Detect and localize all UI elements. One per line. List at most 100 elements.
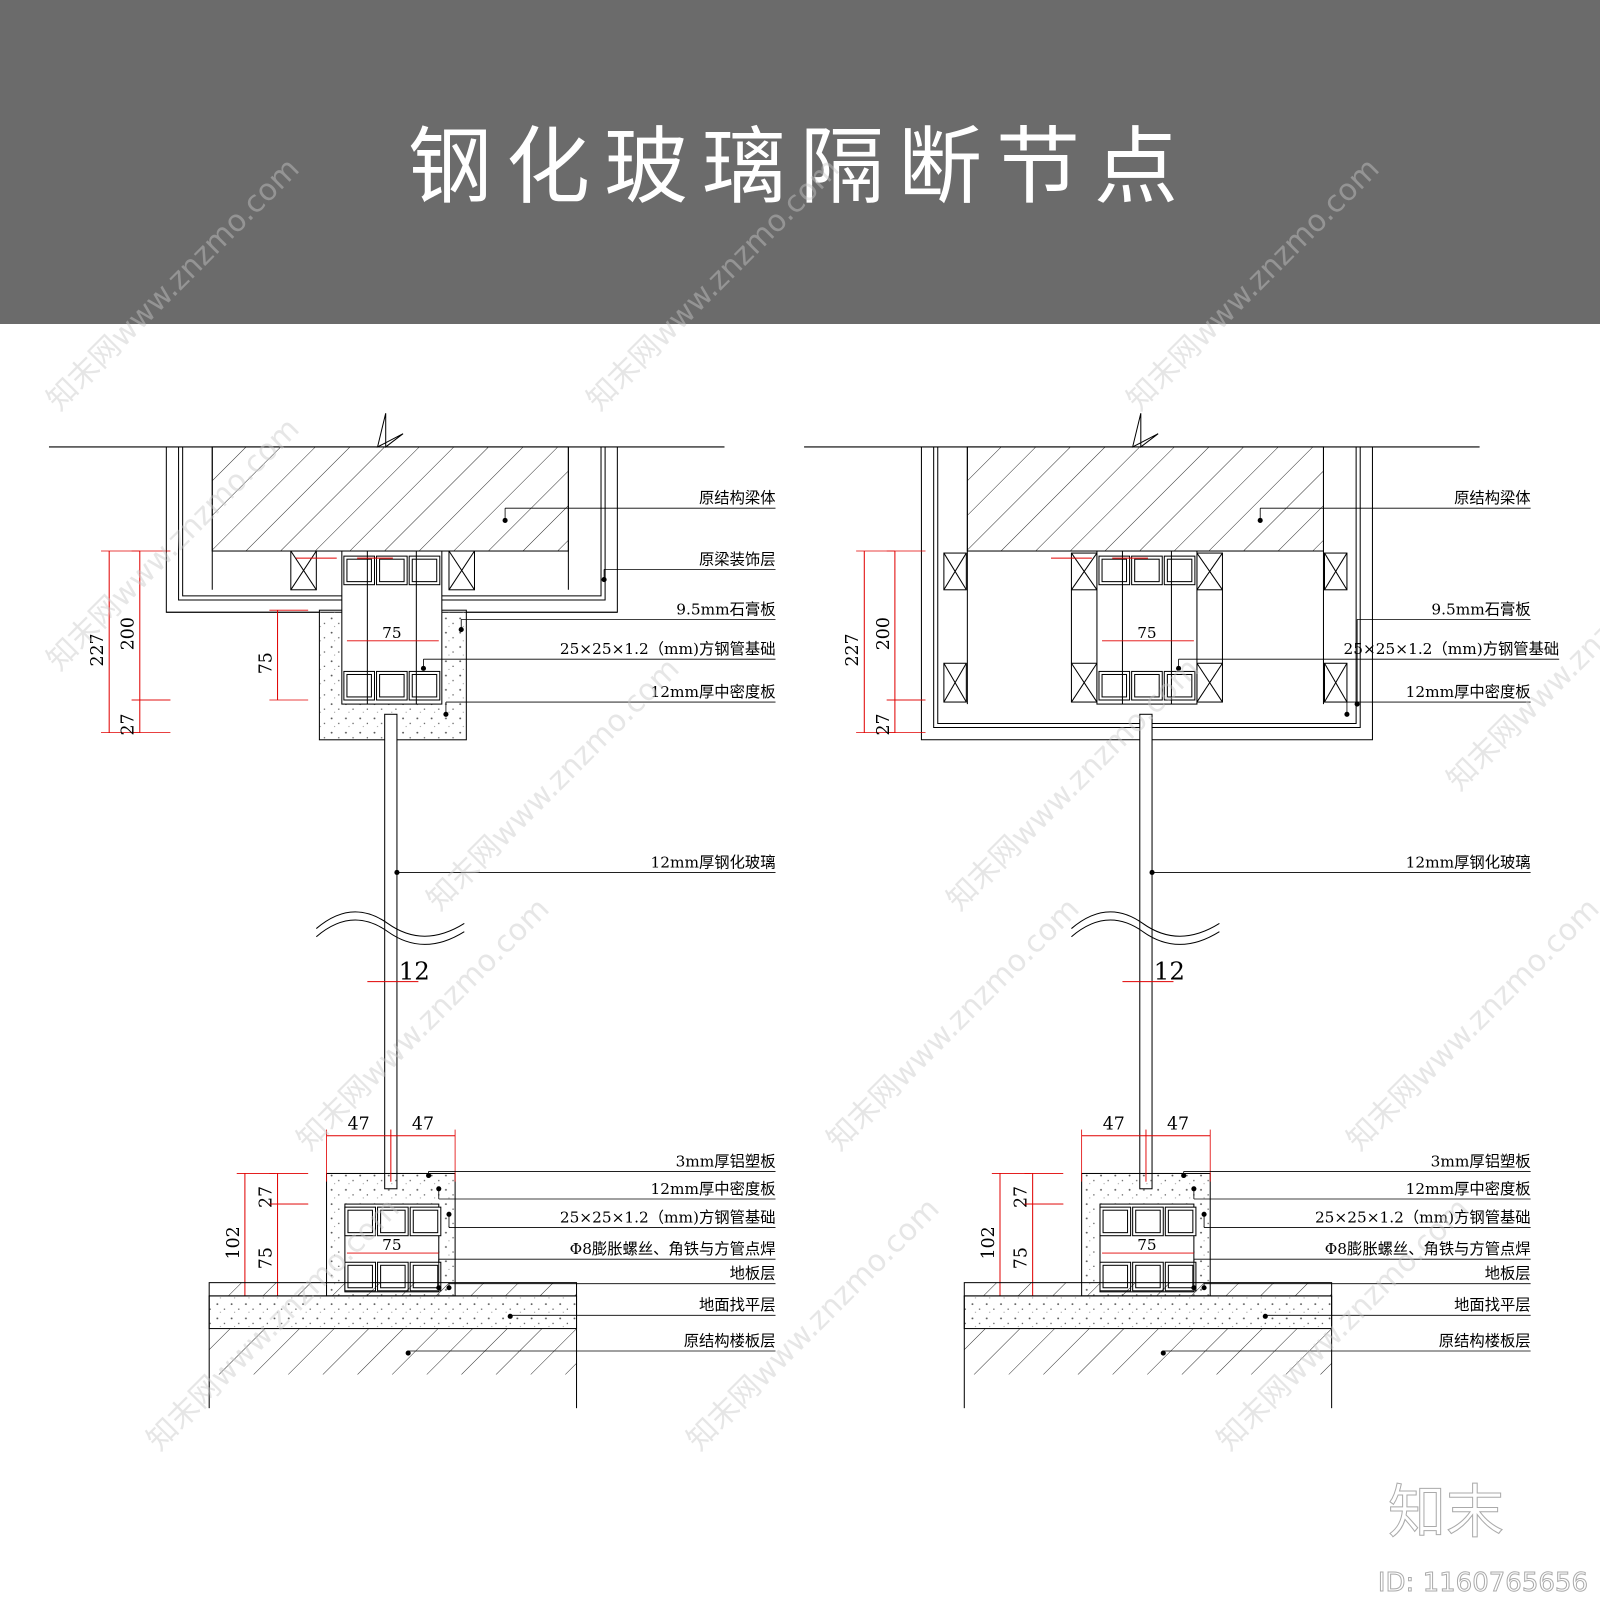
line	[1071, 662, 1098, 703]
dim-102: 102	[224, 1226, 244, 1259]
small-dim: 75	[1137, 1236, 1156, 1254]
steel-tube	[1163, 670, 1196, 701]
steel-tube-inner	[1134, 558, 1160, 583]
callout-label: 12mm厚钢化玻璃	[651, 853, 776, 871]
steel-tube	[343, 670, 375, 701]
callout-label: 25×25×1.2（mm)方钢管基础	[1315, 1208, 1531, 1226]
small-dim: 75	[1137, 624, 1156, 642]
break-mark	[376, 413, 404, 448]
dim-27: 27	[1012, 1186, 1032, 1208]
steel-tube	[409, 1206, 442, 1237]
screed-layer	[208, 1295, 578, 1330]
callout-label: 12mm厚中密度板	[1406, 1180, 1531, 1198]
tempered-glass	[1139, 713, 1153, 1190]
callout-label: 9.5mm石膏板	[676, 600, 775, 618]
steel-tube-inner	[1101, 673, 1128, 698]
steel-tube-inner	[412, 1209, 439, 1234]
dim-75: 75	[1012, 1247, 1032, 1269]
break-line	[315, 911, 465, 937]
structural-beam	[966, 446, 1324, 552]
steel-tube-inner	[411, 673, 438, 698]
structural-beam	[211, 446, 569, 552]
steel-tube-inner	[411, 558, 438, 583]
callout-label: 12mm厚中密度板	[1406, 683, 1531, 701]
callout-label: 12mm厚中密度板	[651, 1180, 776, 1198]
dim-227: 227	[88, 633, 108, 666]
floor-layer	[208, 1282, 578, 1297]
line	[943, 663, 967, 703]
callout-label: 12mm厚中密度板	[651, 683, 776, 701]
steel-tube-inner	[1166, 673, 1193, 698]
floor-slab	[209, 1328, 577, 1375]
steel-tube-inner	[1166, 558, 1193, 583]
callout-label: 3mm厚铝塑板	[676, 1152, 776, 1170]
line	[1324, 552, 1348, 591]
small-dim: 75	[382, 1236, 401, 1254]
leader-dot	[1149, 869, 1155, 875]
break-line	[1071, 919, 1220, 945]
callout-label: 原结构楼板层	[1439, 1332, 1531, 1350]
steel-tube-inner	[347, 1209, 373, 1234]
steel-tube-inner	[346, 558, 372, 583]
callout-label: 3mm厚铝塑板	[1431, 1152, 1531, 1170]
callout-label: Φ8膨胀螺丝、角铁与方管点焊	[570, 1240, 776, 1258]
callout-label: 25×25×1.2（mm)方钢管基础	[560, 1208, 776, 1226]
break-mark	[1131, 413, 1159, 448]
break-line	[315, 919, 465, 945]
steel-tube	[344, 1206, 377, 1237]
steel-tube	[1131, 670, 1163, 701]
callout-label: 原梁装饰层	[699, 550, 775, 568]
dim-47-right: 47	[1167, 1115, 1189, 1135]
dim-27: 27	[119, 713, 139, 735]
image-id: ID: 1160765656	[1377, 1568, 1588, 1599]
callout-label: 地面找平层	[699, 1296, 775, 1314]
screed-layer	[963, 1295, 1333, 1330]
callout-label: 25×25×1.2（mm)方钢管基础	[560, 640, 776, 658]
dim-200: 200	[874, 617, 894, 650]
steel-tube-inner	[346, 673, 372, 698]
steel-tube-inner	[1101, 558, 1128, 583]
leader-dot	[1354, 701, 1360, 707]
steel-tube	[1099, 1206, 1132, 1237]
steel-tube-inner	[1102, 1209, 1129, 1234]
dim-227: 227	[843, 633, 863, 666]
steel-tube	[1163, 555, 1196, 586]
callout-label: 9.5mm石膏板	[1431, 600, 1530, 618]
line	[1071, 552, 1098, 591]
page-title: 钢化玻璃隔断节点	[407, 118, 1192, 216]
steel-tube	[376, 555, 408, 586]
line	[1324, 663, 1348, 703]
dim-102: 102	[979, 1226, 999, 1259]
steel-tube	[377, 1206, 409, 1237]
brand-logo: 知末	[1387, 1478, 1504, 1547]
steel-tube	[1131, 555, 1163, 586]
tempered-glass	[384, 713, 398, 1190]
callout-label: 地板层	[1485, 1265, 1531, 1283]
floor-layer	[963, 1282, 1333, 1297]
callout-label: 原结构梁体	[1454, 489, 1531, 507]
callout-label: 地板层	[730, 1265, 776, 1283]
dim-27: 27	[874, 713, 894, 735]
dim-47-left: 47	[1103, 1115, 1125, 1135]
steel-tube-inner	[1135, 1209, 1161, 1234]
dim-75: 75	[256, 652, 276, 674]
steel-tube-inner	[379, 673, 405, 698]
dim-47-right: 47	[412, 1115, 434, 1135]
callout-label: 25×25×1.2（mm)方钢管基础	[1344, 640, 1560, 658]
steel-tube	[1098, 670, 1131, 701]
steel-tube-inner	[380, 1209, 406, 1234]
line	[1196, 662, 1223, 703]
callout-label: 地面找平层	[1454, 1296, 1531, 1314]
callout-label: 原结构楼板层	[684, 1332, 776, 1350]
break-line	[1071, 911, 1220, 937]
title-banner: 钢化玻璃隔断节点	[0, 0, 1600, 324]
dim-75: 75	[256, 1247, 276, 1269]
line	[448, 550, 475, 591]
steel-tube	[343, 555, 375, 586]
callout-label: 原结构梁体	[699, 489, 775, 507]
steel-tube	[1132, 1206, 1164, 1237]
steel-tube	[376, 670, 408, 701]
line	[1196, 552, 1223, 591]
